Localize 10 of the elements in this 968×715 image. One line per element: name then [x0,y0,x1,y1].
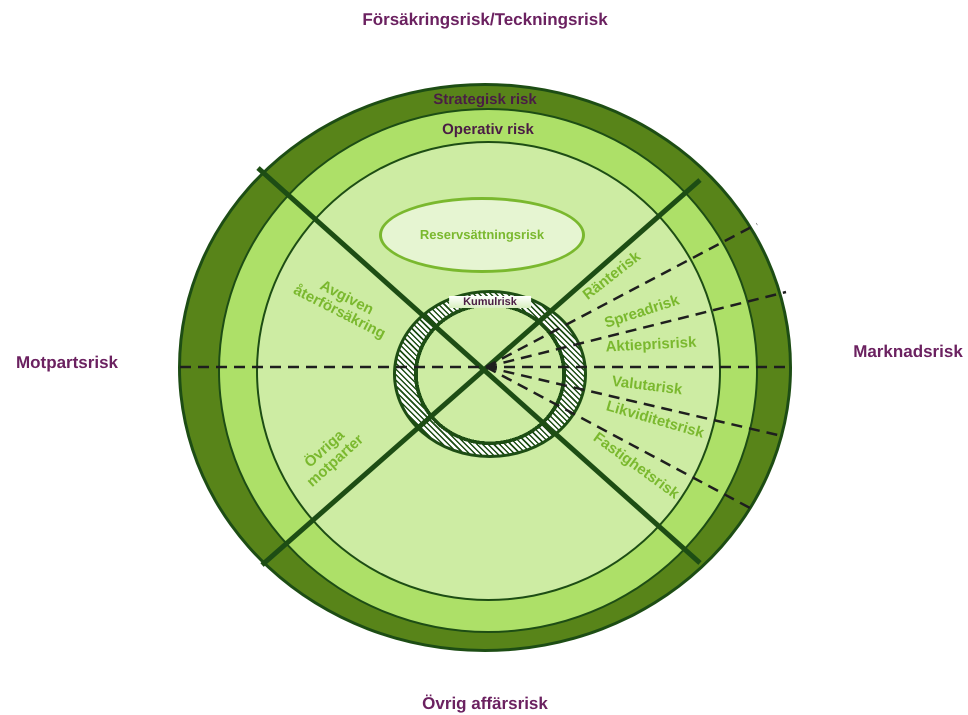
category-label: Övrig affärsrisk [422,695,548,713]
ellipse-label: Reservsättningsrisk [420,227,544,242]
category-label: Motpartsrisk [16,354,118,372]
category-label: Marknadsrisk [853,343,963,361]
ring-label: Operativ risk [442,121,534,138]
ring-tag: Kumulrisk [449,296,531,308]
ring-label: Strategisk risk [433,91,537,108]
segment-label: Valutarisk [610,374,684,398]
segment-label: Aktieprisrisk [605,334,697,356]
category-label: Försäkringsrisk/Teckningsrisk [362,11,608,29]
